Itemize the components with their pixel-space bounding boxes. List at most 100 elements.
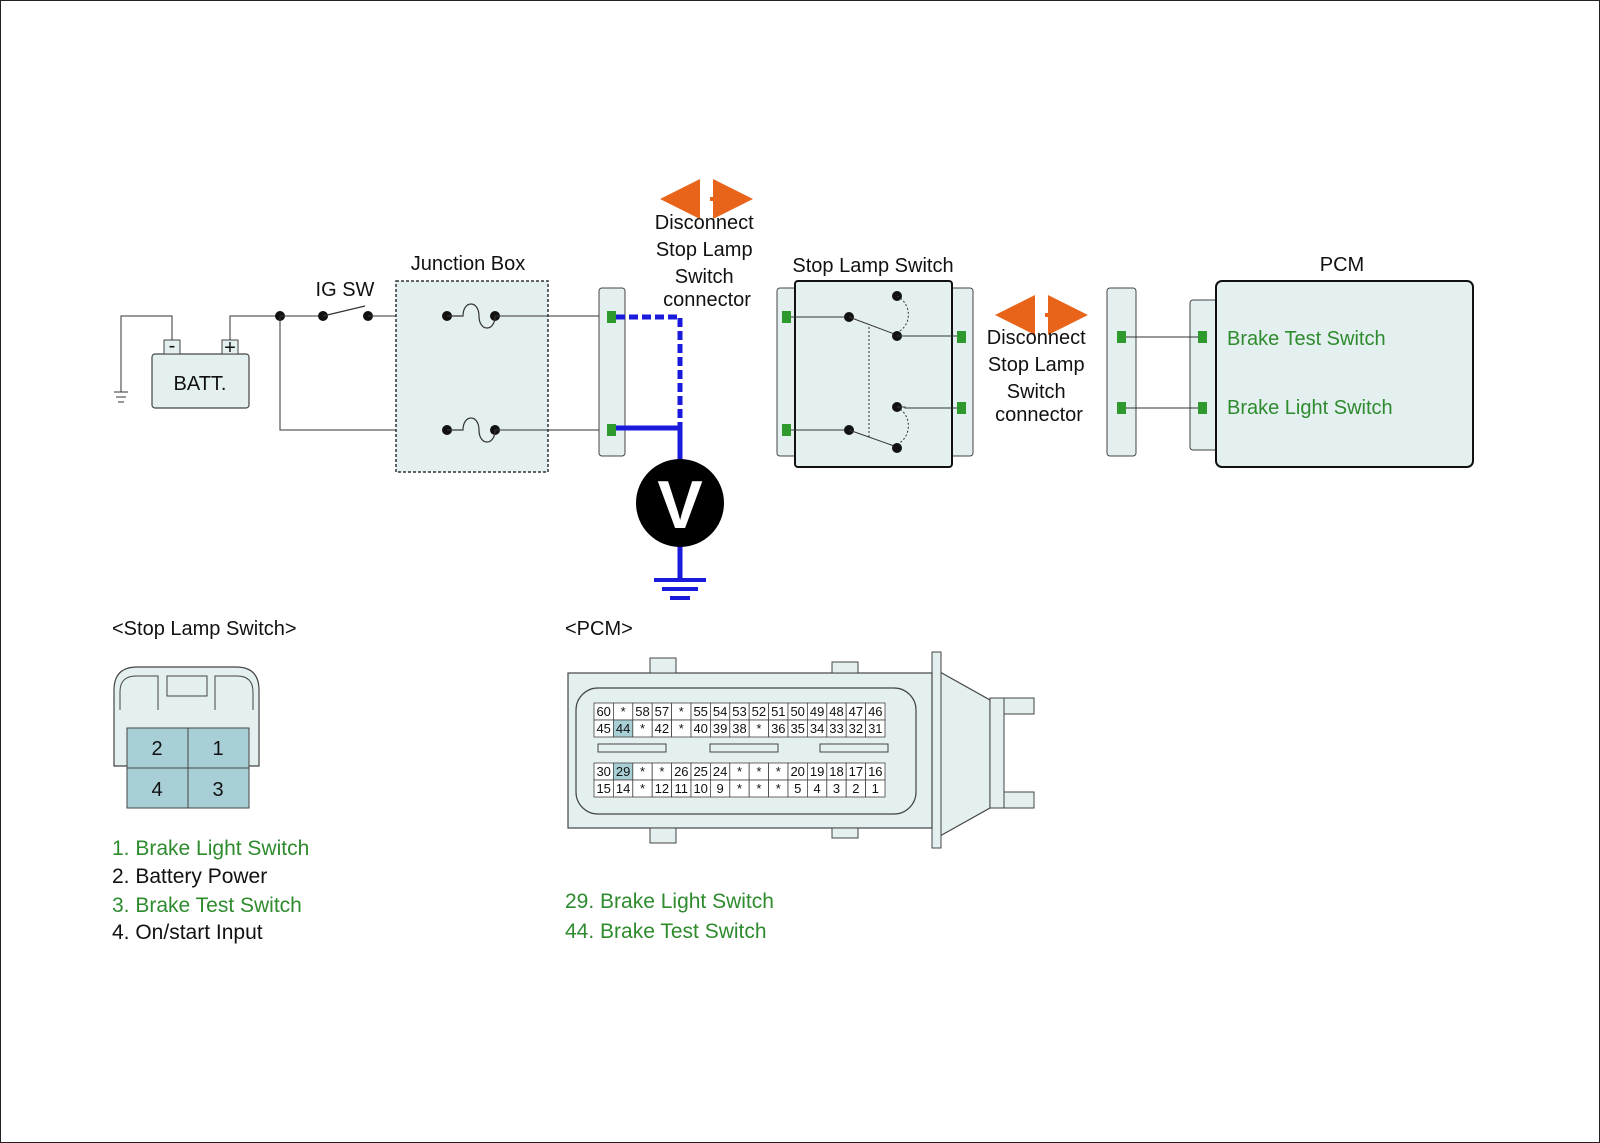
pcm-pin-label: 25 (693, 764, 707, 779)
pcm-pin-label: * (679, 704, 684, 719)
slsw-legend-1: 1. Brake Light Switch (112, 837, 309, 860)
pcm-pin-label: 45 (596, 721, 610, 736)
pcm-pin-label: 60 (596, 704, 610, 719)
pcm-pin-label: 29 (616, 764, 630, 779)
stop-lamp-switch (782, 280, 966, 468)
pcm-pin-label: * (640, 781, 645, 796)
pcm-pin-label: * (737, 764, 742, 779)
stop-lamp-connector-face: 2 1 4 3 (113, 666, 260, 809)
pcm-pin-label: 14 (616, 781, 630, 796)
pcm-pin-label: * (640, 764, 645, 779)
pcm-pin-label: 2 (852, 781, 859, 796)
pcm-pin-label: 34 (810, 721, 824, 736)
pcm-pin-label: * (756, 764, 761, 779)
harness-connector-2 (1106, 287, 1137, 457)
probe-ground-icon (654, 578, 706, 600)
pcm-pin-label: * (621, 704, 626, 719)
pcm-pin-label: 38 (732, 721, 746, 736)
pcm-pin-label: 46 (868, 704, 882, 719)
stop-lamp-switch-label: Stop Lamp Switch (792, 255, 953, 277)
pcm-pin-label: 36 (771, 721, 785, 736)
pcm-pin-label: 40 (693, 721, 707, 736)
pcm-pin-label: 20 (790, 764, 804, 779)
slsw-pin-1: 1 (212, 738, 223, 760)
probe-wire-dashed (616, 314, 683, 428)
pcm-pin-cell (865, 779, 886, 798)
pcm-brake-test-label: Brake Test Switch (1227, 328, 1386, 350)
pcm-pin-label: 5 (794, 781, 801, 796)
pcm-pin-label: 51 (771, 704, 785, 719)
battery-plus: + (224, 337, 236, 359)
pcm-pin-label: 16 (868, 764, 882, 779)
pcm-pin-label: 55 (693, 704, 707, 719)
pcm-pin-label: * (659, 764, 664, 779)
pcm-legend-29: 29. Brake Light Switch (565, 890, 774, 913)
pcm-pin-label: * (756, 721, 761, 736)
junction-box-label: Junction Box (411, 253, 526, 275)
pcm-pin-label: 15 (596, 781, 610, 796)
pcm-pin-label: 12 (655, 781, 669, 796)
pcm-brake-light-label: Brake Light Switch (1227, 397, 1393, 419)
pcm-pin-label: 9 (716, 781, 723, 796)
pcm-pin-label: 57 (655, 704, 669, 719)
pcm-pin-label: * (640, 721, 645, 736)
battery-minus: - (169, 335, 176, 357)
harness-connector-1 (598, 287, 626, 457)
pcm-label: PCM (1320, 254, 1364, 276)
ig-switch (322, 305, 373, 321)
pcm-pin-label: 26 (674, 764, 688, 779)
disconnect-label-2: Disconnect Stop Lamp Switch connector (987, 327, 1092, 426)
pcm-pin-label: 50 (790, 704, 804, 719)
ig-sw-label: IG SW (316, 279, 375, 301)
disconnect-label-1: Disconnect Stop Lamp Switch connector (655, 212, 760, 311)
pcm-pin-label: 39 (713, 721, 727, 736)
pcm-pin-label: 49 (810, 704, 824, 719)
pcm-pin-label: 24 (713, 764, 727, 779)
junction-box (395, 280, 549, 473)
pcm-pin-label: 30 (596, 764, 610, 779)
ground-icon (114, 391, 128, 403)
pcm-pin-label: * (737, 781, 742, 796)
slsw-legend-2: 2. Battery Power (112, 865, 267, 888)
pcm-pin-label: 18 (829, 764, 843, 779)
pcm-legend-44: 44. Brake Test Switch (565, 920, 767, 943)
slsw-legend-4: 4. On/start Input (112, 921, 263, 944)
pcm-pin-label: * (756, 781, 761, 796)
pcm-pin-label: 31 (868, 721, 882, 736)
pcm-pin-label: 54 (713, 704, 727, 719)
pcm-pin-label: 17 (849, 764, 863, 779)
slsw-pin-4: 4 (151, 779, 162, 801)
battery-label: BATT. (174, 373, 227, 395)
slsw-pin-3: 3 (212, 779, 223, 801)
pcm-pin-label: 35 (790, 721, 804, 736)
pcm-box (1215, 280, 1474, 468)
slsw-pin-2: 2 (151, 738, 162, 760)
pcm-pin-label: * (776, 781, 781, 796)
pcm-pin-label: 10 (693, 781, 707, 796)
stop-lamp-connector-title: <Stop Lamp Switch> (112, 618, 297, 640)
battery: BATT. - + (151, 335, 250, 409)
pcm-pin-label: 42 (655, 721, 669, 736)
pcm-pin-label: * (776, 764, 781, 779)
pcm-pin-label: 47 (849, 704, 863, 719)
pcm-pin-label: 33 (829, 721, 843, 736)
pcm-pin-cell (865, 719, 886, 738)
pcm-pin-label: 32 (849, 721, 863, 736)
pcm-pin-label: 3 (833, 781, 840, 796)
pcm-pin-label: 52 (752, 704, 766, 719)
probe-wire-solid (616, 425, 683, 460)
pcm-connector-body (567, 651, 1035, 849)
pcm-pin-label: 4 (813, 781, 820, 796)
pcm-pin-label: 1 (872, 781, 879, 796)
pcm-pin-label: 19 (810, 764, 824, 779)
slsw-legend-3: 3. Brake Test Switch (112, 894, 302, 917)
pcm-pin-label: 53 (732, 704, 746, 719)
svg-text:V: V (657, 467, 702, 543)
pcm-pin-label: 58 (635, 704, 649, 719)
pcm-connector-title: <PCM> (565, 618, 633, 640)
pcm-pin-label: 48 (829, 704, 843, 719)
pcm-pin-label: 44 (616, 721, 630, 736)
voltmeter-icon: V (636, 459, 724, 547)
